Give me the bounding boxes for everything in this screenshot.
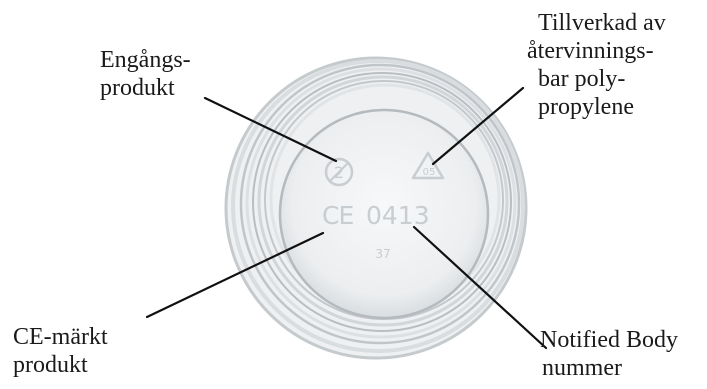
label-ce-marked-line2: produkt — [13, 351, 108, 379]
ce-mark: CE — [322, 201, 353, 230]
label-recyclable-line2: återvinnings- — [527, 37, 666, 65]
label-recyclable-line4: propylene — [538, 93, 666, 121]
label-single-use: Engångs- produkt — [100, 46, 191, 102]
recycling-code: 05 — [423, 167, 436, 178]
label-recyclable: Tillverkad av återvinnings- bar poly- pr… — [538, 9, 666, 121]
label-recyclable-line3: bar poly- — [538, 65, 666, 93]
mold-number: 37 — [375, 247, 390, 261]
no-reuse-number: 2 — [334, 163, 344, 182]
label-single-use-line1: Engångs- — [100, 46, 191, 74]
label-ce-marked-line1: CE-märkt — [13, 323, 108, 351]
label-single-use-line2: produkt — [100, 74, 191, 102]
label-notified-body-line2: nummer — [542, 354, 678, 382]
notified-body-number: 0413 — [366, 201, 430, 230]
label-recyclable-line1: Tillverkad av — [538, 9, 666, 37]
label-notified-body: Notified Body nummer — [540, 326, 678, 382]
label-ce-marked: CE-märkt produkt — [13, 323, 108, 379]
label-notified-body-line1: Notified Body — [540, 326, 678, 354]
